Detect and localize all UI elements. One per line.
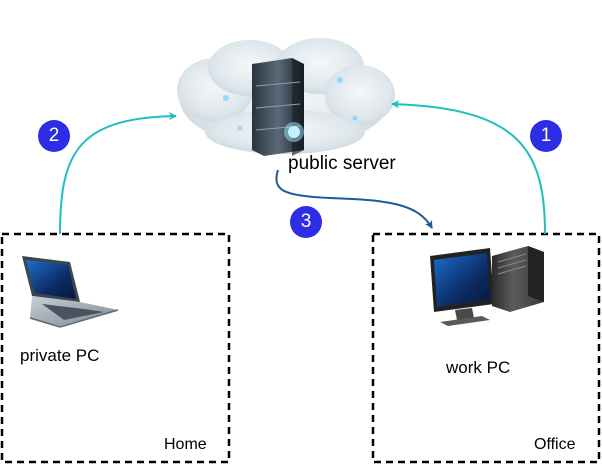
- step-3-badge: 3: [290, 206, 322, 238]
- home-zone-box: [0, 232, 231, 464]
- arrow-work-to-server: [391, 100, 546, 235]
- home-zone-label: Home: [164, 436, 207, 453]
- office-zone-box: [371, 232, 601, 464]
- desktop-computer-icon: [430, 246, 544, 326]
- server-label: public server: [288, 153, 396, 174]
- laptop-icon: [22, 256, 119, 328]
- private-pc-label: private PC: [20, 346, 100, 365]
- step-1-badge: 1: [530, 120, 562, 152]
- server-icon: [252, 58, 304, 156]
- arrow-server-to-work: [275, 169, 433, 229]
- step-2-badge: 2: [38, 120, 70, 152]
- office-zone-label: Office: [534, 436, 576, 453]
- work-pc-label: work PC: [446, 358, 511, 377]
- arrow-private-to-server: [59, 112, 177, 235]
